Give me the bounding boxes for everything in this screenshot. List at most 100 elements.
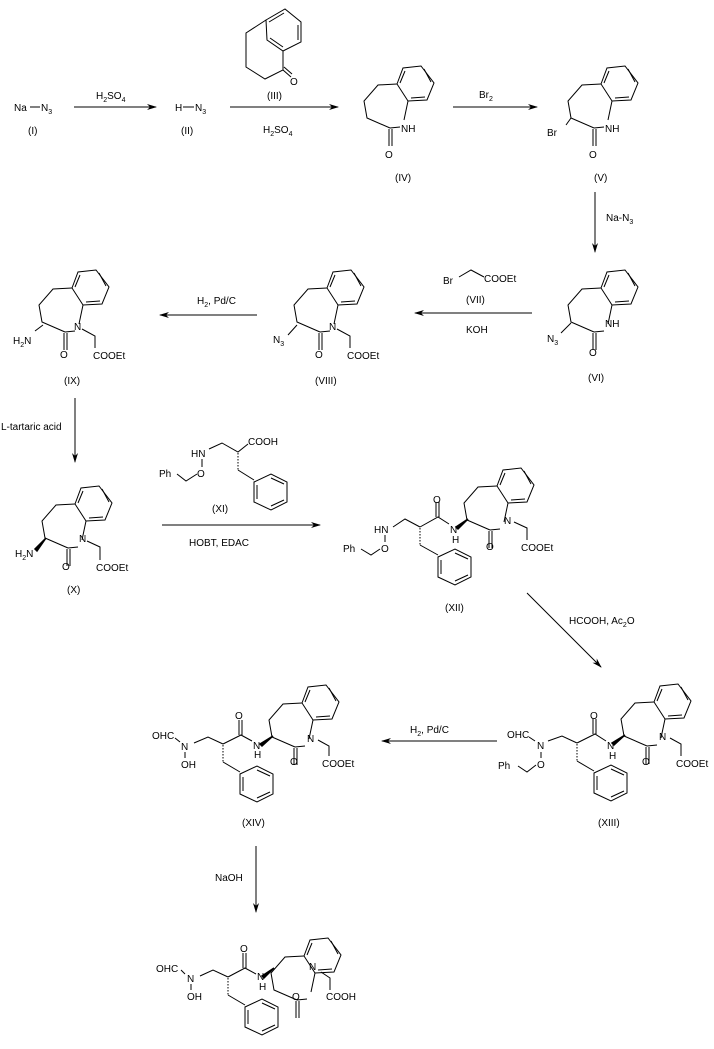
reagent-r7: L-tartaric acid (1, 422, 62, 433)
formyl-group: OHC (507, 730, 529, 741)
compound-VIII: N O N3 COOEt (VIII) (273, 269, 379, 387)
atom-o: O (589, 150, 597, 161)
atom-n3: N3 (547, 334, 558, 347)
reagent-r6: H2, Pd/C (197, 296, 236, 309)
atom-amide-o: O (240, 944, 248, 955)
atom-n: N (504, 516, 511, 527)
atom-o: O (315, 350, 323, 361)
compound-III: O (III) (245, 8, 302, 102)
atom-o: O (290, 77, 298, 88)
atom-amide-h: H (254, 750, 261, 761)
acid-group: COOH (248, 437, 278, 448)
atom-ph: Ph (343, 544, 355, 555)
atom-n: N (74, 322, 81, 333)
compound-label-VIII: (VIII) (315, 376, 337, 387)
atom-n: N (537, 741, 544, 752)
reagent-r5: KOH (466, 325, 488, 336)
atom-o: O (60, 350, 68, 361)
ester-group: COOEt (484, 274, 516, 285)
atom-nh: NH (605, 124, 619, 135)
atom-amide-h: H (452, 535, 459, 546)
compound-I: Na N3 (I) (14, 103, 52, 137)
atom-amide-n: N (450, 525, 457, 536)
atom-amide-n: N (253, 741, 260, 752)
compound-XIII: N O COOEt N H O N OHC O Ph (XIII) (498, 683, 708, 829)
atom-n: N (659, 732, 666, 743)
atom-nh2: H2N (15, 549, 33, 562)
atom-o: O (486, 542, 494, 553)
atom-h: H (175, 103, 182, 114)
reagent-r11: NaOH (215, 873, 243, 884)
acid-group: COOH (326, 992, 356, 1003)
compound-label-IV: (IV) (395, 173, 411, 184)
atom-nh: NH (401, 124, 415, 135)
atom-o: O (537, 760, 545, 771)
atom-n: N (181, 742, 188, 753)
compound-label-II: (II) (181, 126, 193, 137)
atom-br: Br (443, 276, 454, 287)
compound-label-IX: (IX) (64, 376, 80, 387)
atom-amide-h: H (609, 751, 616, 762)
atom-n: N (79, 534, 86, 545)
compound-VI: NH O N3 (VI) (547, 269, 639, 384)
atom-ph: Ph (159, 469, 171, 480)
atom-amide-o: O (433, 495, 441, 506)
formyl-group: OHC (156, 964, 178, 975)
atom-hn: HN (191, 449, 205, 460)
atom-br: Br (547, 128, 558, 139)
atom-amide-o: O (235, 711, 243, 722)
atom-o: O (197, 469, 205, 480)
compound-label-XIV: (XIV) (242, 818, 265, 829)
atom-hn: HN (374, 525, 388, 536)
atom-o: O (290, 757, 298, 768)
compound-X: N O H2N COOEt (X) (15, 485, 128, 596)
reagent-r1: H2SO4 (96, 91, 126, 104)
hydroxyl-group: OH (187, 992, 202, 1003)
compound-VII: Br COOEt (VII) (443, 269, 516, 306)
atom-o: O (589, 348, 597, 359)
atom-n: N3 (41, 103, 52, 116)
atom-o: O (642, 757, 650, 768)
hydroxyl-group: OH (181, 760, 196, 771)
atom-n: N (329, 322, 336, 333)
compound-IV: NH O (IV) (363, 65, 435, 184)
reagent-r9: HCOOH, Ac2O (569, 616, 635, 629)
reagent-r3: Br2 (479, 90, 493, 103)
atom-n: N (187, 974, 194, 985)
atom-n: N (309, 962, 316, 973)
atom-n: N3 (195, 103, 206, 116)
reagent-r8: HOBT, EDAC (189, 538, 249, 549)
atom-amide-o: O (590, 711, 598, 722)
compound-label-XIII: (XIII) (598, 818, 620, 829)
compound-label-XII: (XII) (445, 603, 464, 614)
atom-o: O (385, 150, 393, 161)
compound-label-V: (V) (594, 173, 607, 184)
reagent-r4: Na-N3 (606, 213, 633, 226)
ester-group: COOEt (521, 543, 553, 554)
compound-final: N O COOH N H O N OHC OH (156, 937, 356, 1036)
compound-V: NH O Br (V) (547, 65, 639, 184)
compound-II: H N3 (II) (175, 103, 206, 137)
ester-group: COOEt (322, 759, 354, 770)
ester-group: COOEt (676, 759, 708, 770)
reagent-r10: H2, Pd/C (410, 725, 449, 738)
atom-o: O (292, 992, 300, 1003)
atom-o: O (62, 562, 70, 573)
atom-ph: Ph (498, 761, 510, 772)
compound-label-VII: (VII) (466, 295, 485, 306)
ester-group: COOEt (93, 351, 125, 362)
compound-IX: N O H2N COOEt (IX) (13, 269, 125, 387)
atom-nh2: H2N (13, 336, 31, 349)
atom-na: Na (14, 103, 27, 114)
atom-n: N (307, 734, 314, 745)
atom-n3: N3 (273, 335, 284, 348)
compound-XII: N O COOEt N H O HN O Ph (XII) (343, 467, 553, 614)
compound-XI: HN O Ph COOH (XI) (159, 437, 288, 515)
reaction-arrow-r9 (526, 592, 602, 668)
compound-label-III: (III) (267, 91, 282, 102)
compound-label-VI: (VI) (588, 373, 604, 384)
compound-label-I: (I) (28, 126, 37, 137)
atom-nh: NH (605, 319, 619, 330)
reagent-r2: H2SO4 (263, 125, 293, 138)
